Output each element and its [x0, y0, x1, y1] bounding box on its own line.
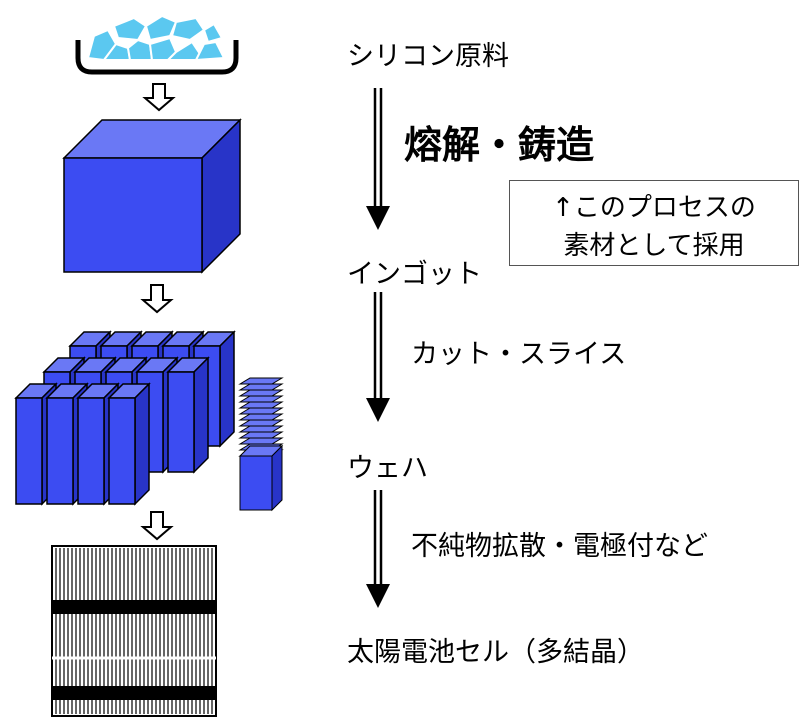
process-label-slicing: カット・スライス: [411, 339, 627, 370]
down-arrow-icon: [140, 284, 174, 314]
wafer-block: [166, 356, 210, 474]
raw-silicon-icon: [75, 14, 239, 75]
note-line-1: ↑このプロセスの: [552, 193, 756, 223]
ingot-cube-icon: [62, 118, 242, 274]
wafer-blocks-icon: [14, 330, 236, 506]
process-arrow-1: [366, 88, 390, 230]
note-box: ↑このプロセスの 素材として採用: [509, 180, 799, 266]
process-arrow-3: [366, 490, 390, 608]
process-label-melting: 熔解・鋳造: [404, 123, 595, 167]
stage-label-ingot: インゴット: [347, 259, 482, 290]
process-arrow-2: [366, 292, 390, 422]
stage-label-wafer: ウェハ: [347, 453, 428, 484]
wafer-stack-icon: [238, 377, 284, 512]
stage-label-cell: 太陽電池セル（多結晶）: [347, 637, 644, 668]
solar-cell-icon: [51, 545, 217, 717]
down-arrow-icon: [142, 83, 176, 112]
down-arrow-icon: [140, 511, 174, 541]
note-line-2: 素材として採用: [563, 231, 745, 261]
stage-label-raw: シリコン原料: [347, 41, 509, 72]
wafer-block: [107, 382, 151, 506]
process-label-diffusion: 不純物拡散・電極付など: [411, 531, 708, 562]
